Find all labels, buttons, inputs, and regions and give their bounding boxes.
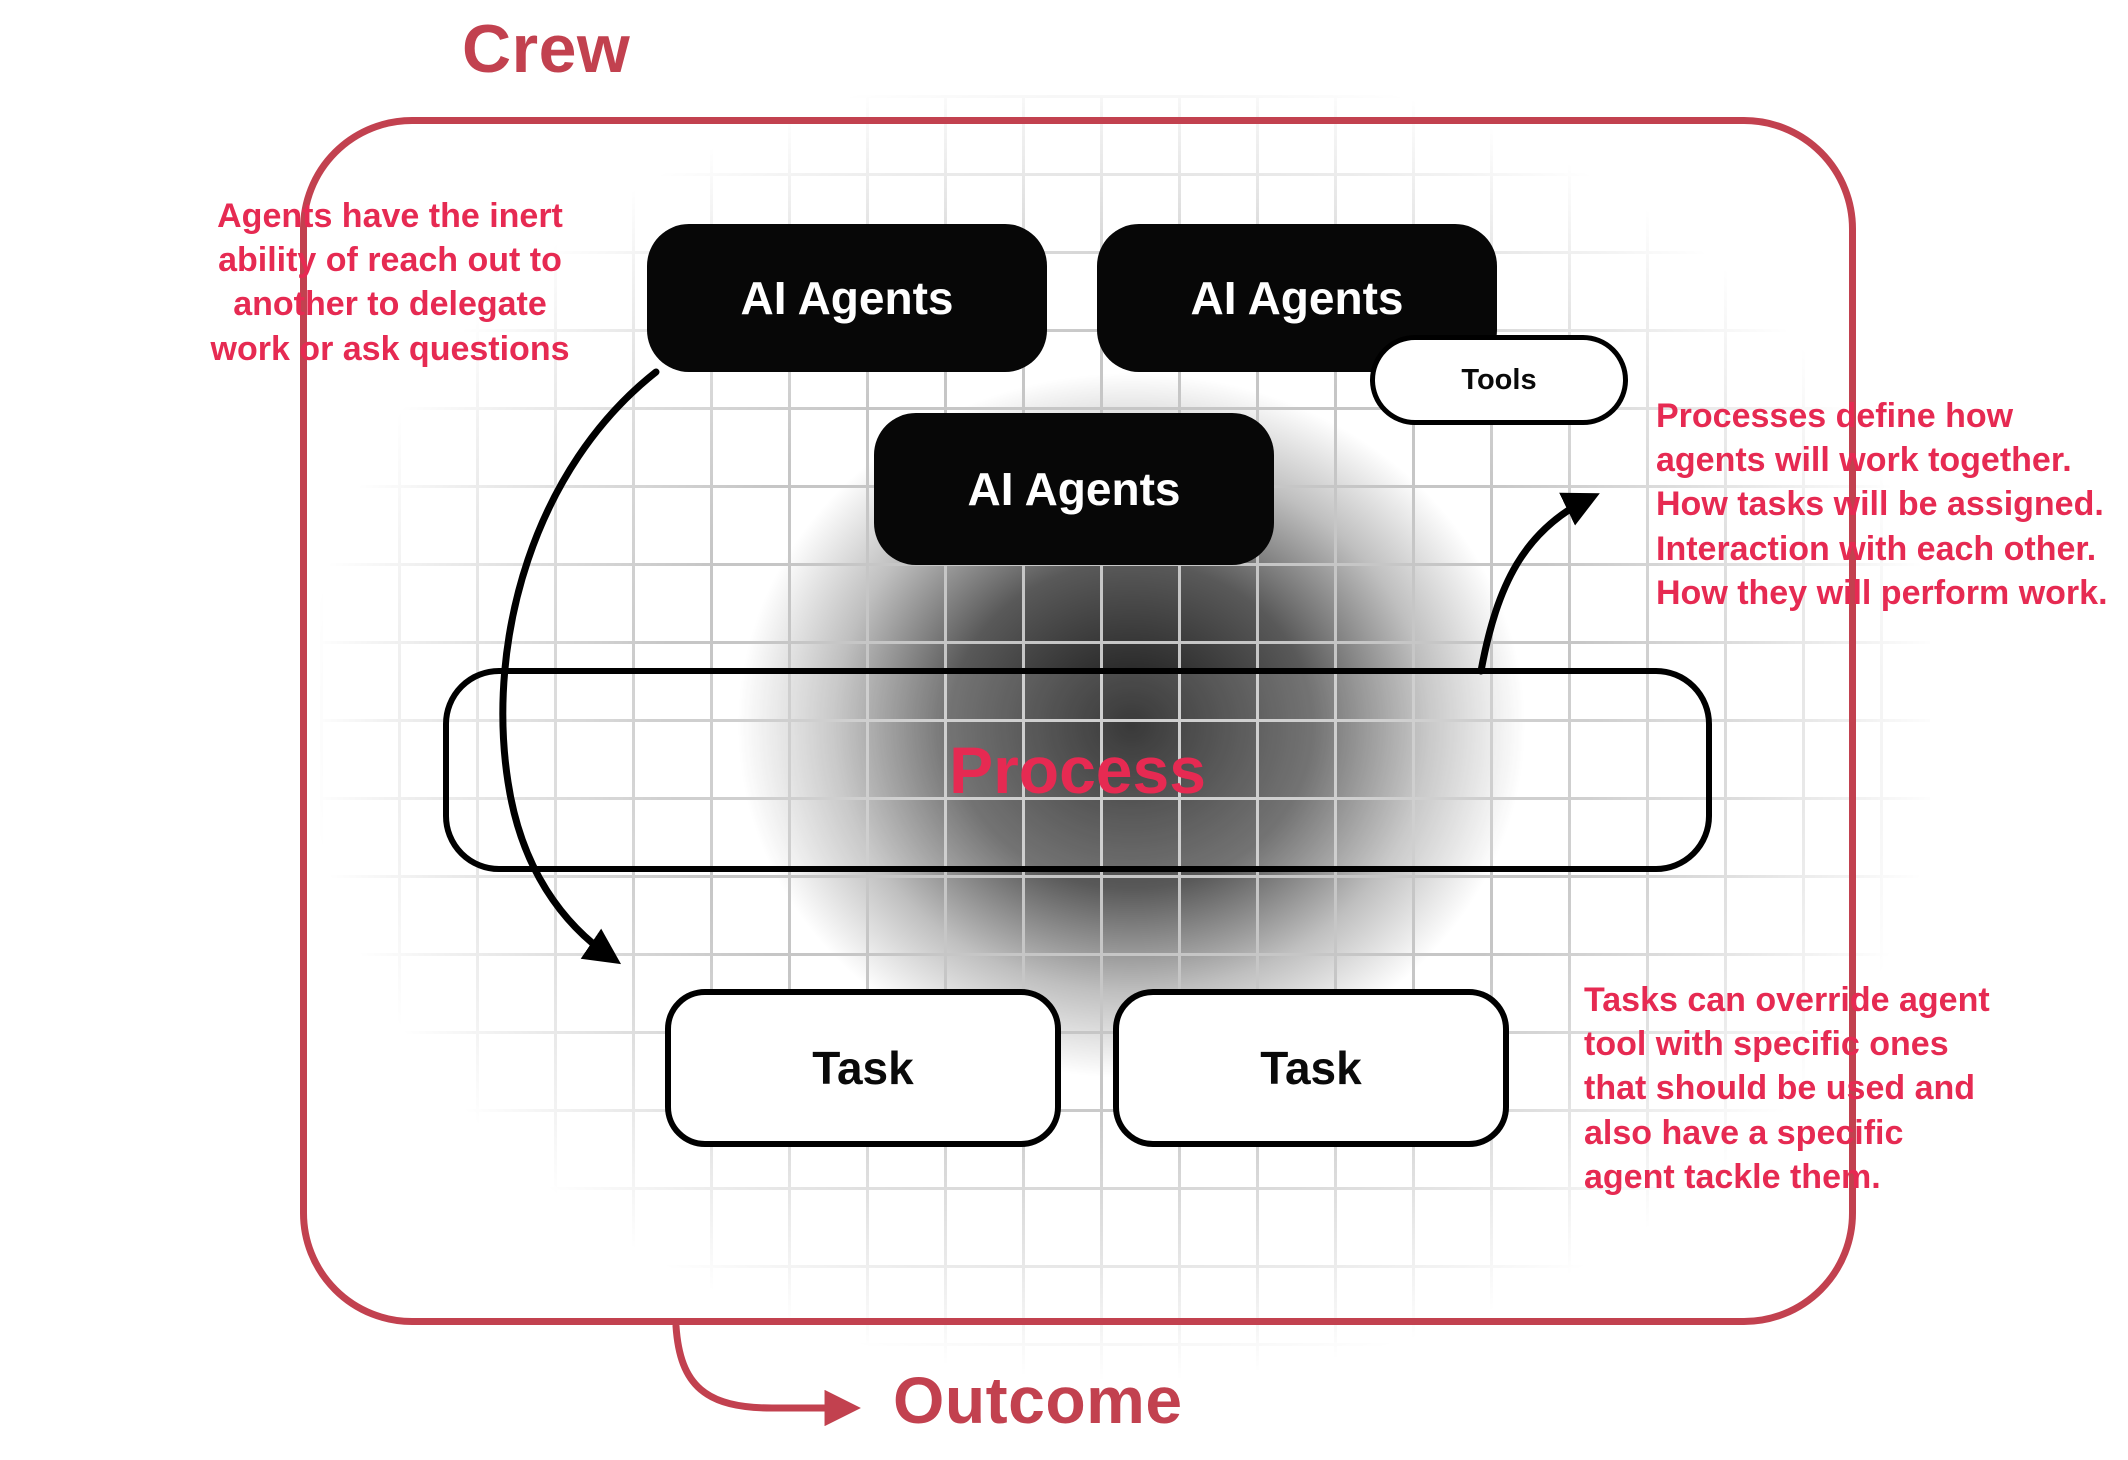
process-node-label: Process — [949, 733, 1206, 807]
task-node-2: Task — [1113, 989, 1509, 1147]
task-node-1: Task — [665, 989, 1061, 1147]
crew-boundary — [300, 117, 1856, 1325]
process-note: Processes define how agents will work to… — [1656, 397, 2108, 612]
task-node-1-label: Task — [812, 1042, 914, 1094]
outcome-label: Outcome — [893, 1363, 1183, 1437]
ai-agents-node-1: AI Agents — [647, 224, 1047, 372]
tools-node-label: Tools — [1461, 363, 1537, 396]
ai-agents-node-2: AI Agents — [1097, 224, 1497, 372]
ai-agents-node-3: AI Agents — [874, 413, 1274, 565]
crew-label: Crew — [462, 11, 631, 87]
delegation-note: Agents have the inert ability of reach o… — [210, 197, 570, 368]
ai-agents-node-2-label: AI Agents — [1190, 272, 1404, 324]
ai-agents-node-3-label: AI Agents — [967, 463, 1181, 515]
ai-agents-node-1-label: AI Agents — [740, 272, 954, 324]
task-node-2-label: Task — [1260, 1042, 1362, 1094]
task-note: Tasks can override agent tool with speci… — [1584, 981, 1990, 1196]
tools-node: Tools — [1370, 335, 1628, 425]
process-node: Process — [443, 668, 1712, 872]
